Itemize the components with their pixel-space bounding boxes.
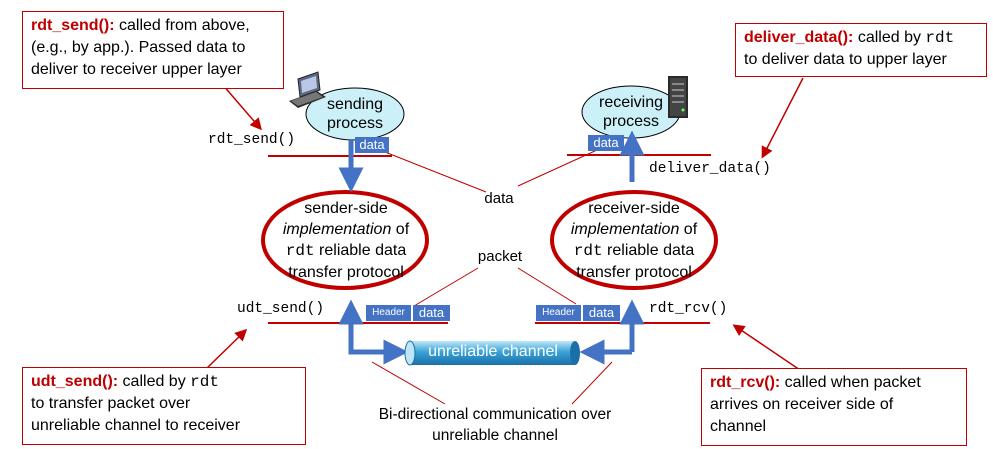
udt-send-code: rdt [190,373,219,391]
receiving-process-label: receiving process [582,93,680,131]
udt-send-callout-arrow [206,328,248,369]
receiver-packet-data-box: data [583,305,620,321]
rdt-send-function-label: rdt_send() [208,132,296,148]
sender-data-box: data [355,137,389,153]
deliver-data-callout-arrow [761,77,804,159]
packet-connector-right [517,267,577,305]
bidirectional-label: Bi-directional communication over unreli… [370,404,620,446]
receiver-data-box: data [588,135,624,151]
receiver-side-line3-code: rdt [573,242,603,260]
udt-send-text-1: called by [118,373,191,390]
rdt-send-keyword: rdt_send(): [31,17,115,34]
receiver-side-line1: receiver-side [588,200,680,217]
udt-send-text-3: unreliable channel to receiver [31,417,241,434]
rdt-rcv-text-2: arrives on receiver side of [710,396,894,413]
rdt-send-text-3: deliver to receiver upper layer [31,61,242,78]
sender-side-line3-rest: reliable data [314,242,407,259]
computer-icon [289,71,326,108]
udt-send-text-2: to transfer packet over [31,395,191,412]
data-connector-left [384,151,487,193]
rdt-send-text-1: called from above, [114,17,250,34]
deliver-data-code: rdt [925,29,955,47]
receiver-side-label: receiver-side implementation of rdt reli… [556,198,712,283]
sender-side-line4: transfer protocol [288,264,404,281]
sender-side-label: sender-side implementation of rdt reliab… [268,198,424,283]
sending-process-line1: sending [326,96,384,113]
receiver-side-line4: transfer protocol [576,264,692,281]
packet-label: packet [477,248,523,265]
receiver-header-box: Header [536,305,582,321]
sender-header-box: Header [366,305,412,321]
rdt-rcv-callout: rdt_rcv(): called when packet arrives on… [701,368,967,446]
bidir-connector-left [371,361,446,405]
udt-send-callout: udt_send(): called by rdt to transfer pa… [22,367,306,445]
sender-side-line2-rest: of [391,221,410,238]
sender-to-channel-arrow [348,336,409,365]
sending-process-line2: process [326,115,384,132]
receiver-side-line3-rest: reliable data [602,242,695,259]
rdt-rcv-text-3: channel [710,418,767,435]
rdt-send-text-2: (e.g., by app.). Passed data to [31,39,246,56]
sender-side-line1: sender-side [304,200,388,217]
deliver-data-callout: deliver_data(): called by rdt to deliver… [735,23,987,77]
sender-packet-data-box: data [413,305,450,321]
sender-side-line3-code: rdt [285,242,315,260]
receiving-process-line2: process [602,113,660,130]
data-label: data [484,190,514,207]
receiver-side-ellipse [550,190,718,290]
server-icon [668,76,688,118]
receiver-side-line2-rest: of [679,221,698,238]
deliver-data-text-1: called by [853,29,926,46]
rdt-rcv-function-label: rdt_rcv() [649,301,728,317]
rdt-rcv-text-1: called when packet [780,374,921,391]
rdt-rcv-callout-arrow [732,324,801,371]
bidirectional-line1: Bi-directional communication over [378,406,612,423]
data-connector-right [517,149,598,187]
bidirectional-line2: unreliable channel [432,427,558,444]
deliver-data-keyword: deliver_data(): [744,29,854,46]
sender-side-line2-em: implementation [282,221,392,238]
packet-connector-left [413,267,479,307]
rdt-send-callout: rdt_send(): called from above, (e.g., by… [22,11,284,89]
sending-process-label: sending process [306,95,404,133]
receiver-side-line2-em: implementation [570,221,680,238]
unreliable-channel-pipe [404,340,580,366]
bidir-connector-right [571,361,613,405]
rdt-send-callout-arrow [221,83,262,131]
udt-send-function-label: udt_send() [237,301,325,317]
rdt-rcv-keyword: rdt_rcv(): [710,374,781,391]
unreliable-channel-label: unreliable channel [428,343,558,360]
deliver-data-text-2: to deliver data to upper layer [744,51,947,68]
udt-send-keyword: udt_send(): [31,373,119,390]
receiving-process-line1: receiving [598,94,664,111]
deliver-data-function-label: deliver_data() [649,161,771,177]
